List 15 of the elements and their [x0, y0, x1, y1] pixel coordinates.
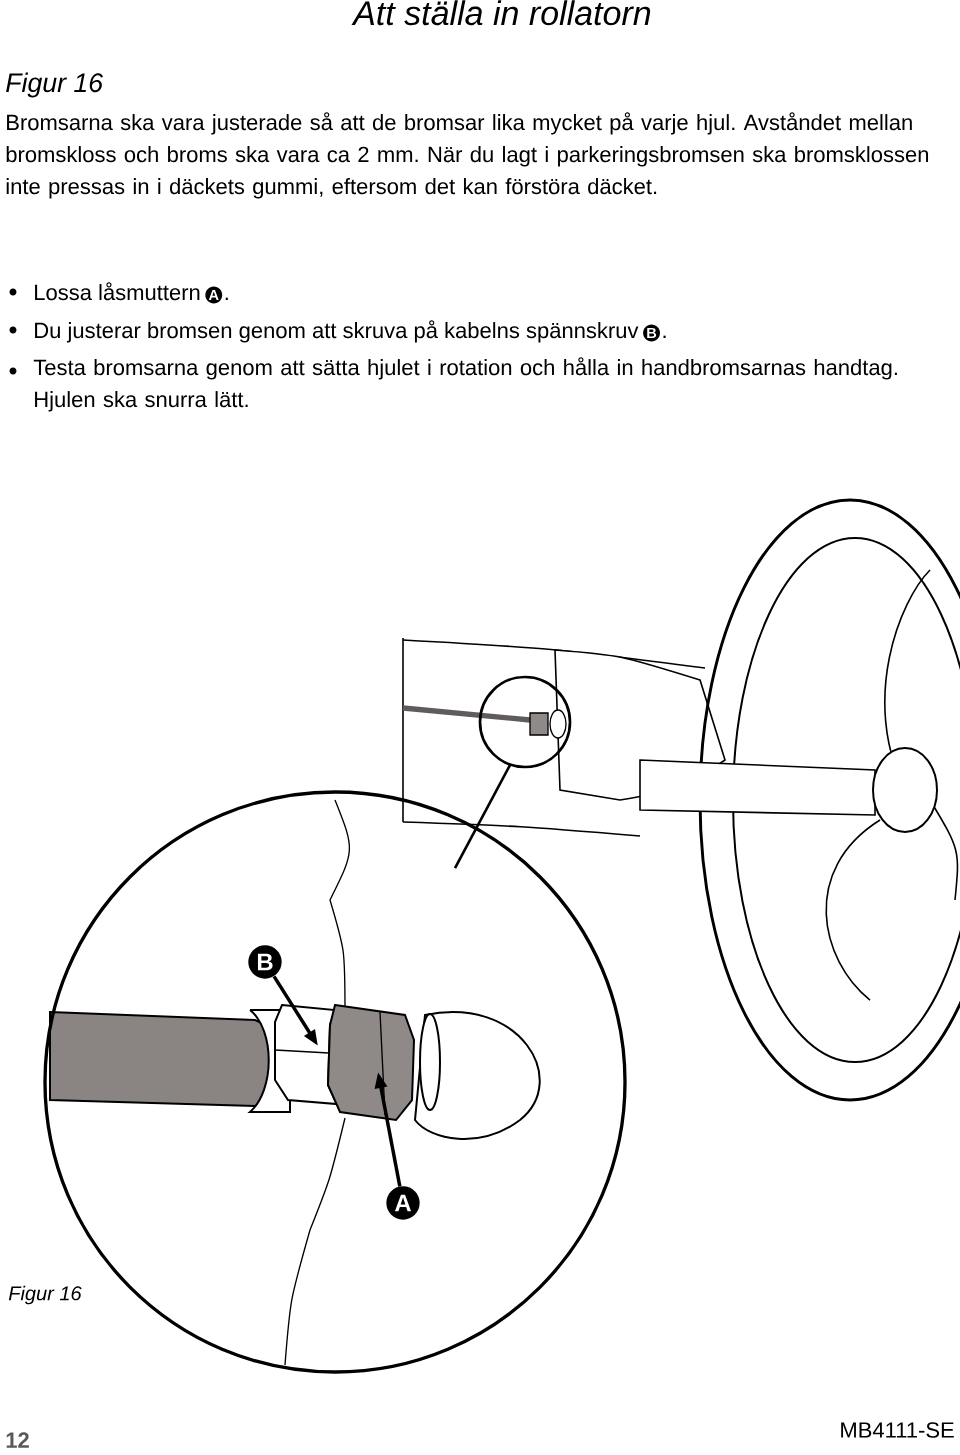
body-paragraph: Bromsarna ska vara justerade så att de bromsar lika mycket på varje hjul. Avståndet mellan bromskloss och broms ska vara ca 2 mm. När du lagt i parkeringsbromsen ska bromsklossen inte pressas in i däckets gummi, eftersom det kan förstöra däcket. — [6, 112, 928, 199]
figure-heading: Figur 16 — [6, 72, 104, 98]
callout-letter: A — [386, 1186, 420, 1220]
callout-letter: B — [248, 945, 282, 979]
callout-letter: B — [643, 324, 660, 342]
bullet-text: Lossa låsmuttern — [35, 282, 200, 301]
page-title: Att ställa in rollatorn — [351, 0, 651, 26]
document-code: MB4111-SE — [841, 1422, 954, 1438]
bullet-text: Testa bromsarna genom att sätta hjulet i rotation och hålla in handbromsarnas handtag. Hjulen ska snurra lätt. — [33, 357, 897, 412]
figure-caption: Figur 16 — [8, 1285, 82, 1305]
page-number: 12 — [6, 1432, 29, 1448]
callout-letter: A — [205, 286, 223, 304]
period: . — [225, 297, 228, 300]
bullet-text: Du justerar bromsen genom att skruva på kabelns spännskruv — [35, 320, 639, 343]
period: . — [663, 335, 666, 338]
